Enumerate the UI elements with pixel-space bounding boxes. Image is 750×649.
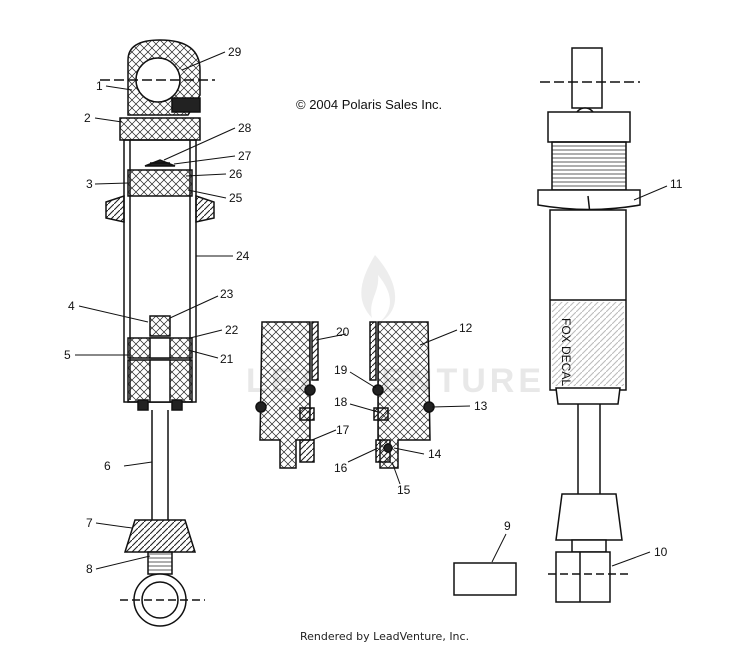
seal-head-detail <box>255 321 435 472</box>
callout-27: 27 <box>238 149 252 163</box>
right-callout-leaders <box>491 185 668 567</box>
callout-25: 25 <box>229 191 243 205</box>
callout-2: 2 <box>84 111 91 125</box>
callout-23: 23 <box>220 287 234 301</box>
callout-24: 24 <box>236 249 250 263</box>
callout-29: 29 <box>228 45 242 59</box>
center-callout-leaders <box>311 329 471 485</box>
callout-22: 22 <box>225 323 239 337</box>
callout-26: 26 <box>229 167 243 181</box>
callout-11: 11 <box>670 177 683 191</box>
callout-16: 16 <box>334 461 348 475</box>
callout-9: 9 <box>504 519 511 533</box>
callout-18: 18 <box>334 395 348 409</box>
right-callout-labels: 11 10 9 <box>504 177 683 559</box>
callout-19: 19 <box>334 363 348 377</box>
right-shock-exterior <box>537 47 641 603</box>
callout-28: 28 <box>238 121 252 135</box>
callout-7: 7 <box>86 516 93 530</box>
callout-1: 1 <box>96 79 103 93</box>
spacer-part <box>453 562 517 596</box>
callout-4: 4 <box>68 299 75 313</box>
callout-13: 13 <box>474 399 488 413</box>
callout-10: 10 <box>654 545 668 559</box>
left-callout-labels: 1 2 3 4 5 6 7 8 29 28 27 26 25 24 23 22 … <box>64 45 252 576</box>
callout-3: 3 <box>86 177 93 191</box>
footer-text: Rendered by LeadVenture, Inc. <box>300 630 469 643</box>
callout-5: 5 <box>64 348 71 362</box>
center-callout-labels: 20 12 19 13 18 17 14 16 15 <box>334 321 488 497</box>
callout-15: 15 <box>397 483 411 497</box>
callout-6: 6 <box>104 459 111 473</box>
callout-14: 14 <box>428 447 442 461</box>
callout-17: 17 <box>336 423 350 437</box>
callout-20: 20 <box>336 325 350 339</box>
callout-12: 12 <box>459 321 473 335</box>
copyright-text: © 2004 Polaris Sales Inc. <box>296 97 442 112</box>
left-shock-cutaway <box>100 39 215 627</box>
callout-8: 8 <box>86 562 93 576</box>
callout-21: 21 <box>220 352 234 366</box>
fox-decal-text: FOX DECAL <box>559 318 573 386</box>
left-callout-leaders <box>75 51 236 570</box>
